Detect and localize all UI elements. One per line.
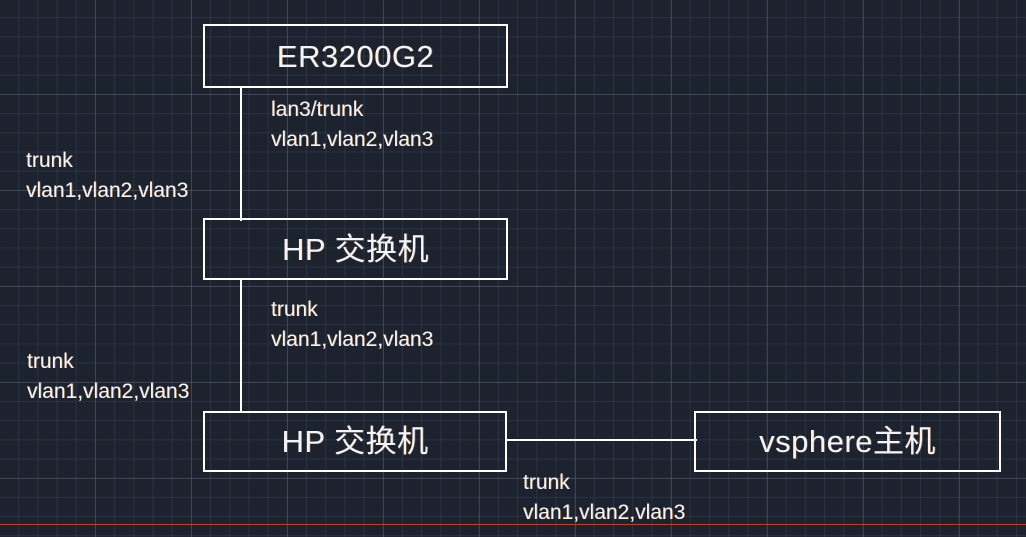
node-switch-hp-1[interactable]: HP 交换机 bbox=[203, 218, 508, 280]
node-label: ER3200G2 bbox=[276, 38, 435, 74]
link-switch2-to-vsphere bbox=[505, 439, 697, 441]
annotation-line-1: lan3/trunk bbox=[271, 98, 364, 121]
node-vsphere-host[interactable]: vsphere主机 bbox=[694, 411, 1001, 472]
annotation-switch1-downlink: trunk vlan1,vlan2,vlan3 bbox=[271, 295, 433, 355]
link-switch1-to-switch2 bbox=[240, 279, 242, 413]
annotation-line-2: vlan1,vlan2,vlan3 bbox=[271, 327, 434, 351]
annotation-line-2: vlan1,vlan2,vlan3 bbox=[27, 379, 190, 403]
annotation-router-port: lan3/trunk vlan1,vlan2,vlan3 bbox=[271, 95, 433, 155]
annotation-line-2: vlan1,vlan2,vlan3 bbox=[271, 127, 434, 151]
annotation-line-2: vlan1,vlan2,vlan3 bbox=[523, 500, 686, 524]
annotation-vsphere-link: trunk vlan1,vlan2,vlan3 bbox=[523, 468, 685, 528]
annotation-line-1: trunk bbox=[271, 298, 318, 321]
link-router-to-switch1 bbox=[240, 86, 242, 221]
annotation-line-1: trunk bbox=[27, 350, 74, 373]
node-label: HP 交换机 bbox=[281, 231, 430, 267]
accent-guide-line bbox=[0, 524, 1026, 525]
node-label: HP 交换机 bbox=[281, 424, 429, 459]
node-switch-hp-2[interactable]: HP 交换机 bbox=[203, 411, 507, 472]
node-label: vsphere主机 bbox=[759, 424, 936, 459]
node-router-er3200g2[interactable]: ER3200G2 bbox=[203, 24, 508, 88]
annotation-left-lower-link: trunk vlan1,vlan2,vlan3 bbox=[27, 347, 189, 407]
annotation-line-1: trunk bbox=[523, 471, 570, 494]
annotation-line-2: vlan1,vlan2,vlan3 bbox=[26, 178, 189, 202]
annotation-line-1: trunk bbox=[26, 149, 73, 172]
annotation-left-upper-link: trunk vlan1,vlan2,vlan3 bbox=[26, 146, 188, 206]
